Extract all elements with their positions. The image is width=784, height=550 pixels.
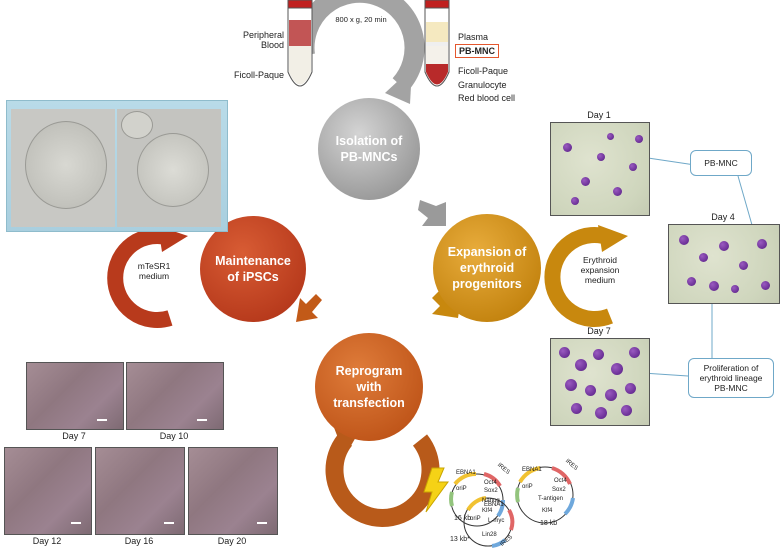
layer-granulocyte: Granulocyte bbox=[458, 80, 507, 90]
step-expansion-line1: Expansion of bbox=[447, 244, 527, 259]
scale-bar bbox=[71, 522, 81, 524]
arrow-isolation-to-expansion bbox=[418, 200, 446, 226]
culture-day16-label: Day 16 bbox=[124, 536, 154, 546]
ipsc-colony-shape bbox=[25, 121, 107, 209]
plasmid1-klf4: Klf4 bbox=[482, 508, 493, 514]
culture-photo-day7 bbox=[26, 362, 124, 430]
ipsc-colony-photo bbox=[6, 100, 228, 232]
plasmid2-size: 18 kb bbox=[540, 520, 558, 527]
plasmid3-orip: oriP bbox=[470, 516, 481, 522]
arrow-reprogram-to-maintenance bbox=[296, 294, 322, 322]
callout-proliferation: Proliferation of erythroid lineage PB-MN… bbox=[688, 358, 774, 398]
plasmid3-ebna1: EBNA1 bbox=[484, 502, 504, 508]
step-maintenance-line1: Maintenance bbox=[215, 253, 291, 268]
erythroid-medium-line3: medium bbox=[584, 274, 616, 285]
plasmid2-klf4: Klf4 bbox=[542, 508, 553, 514]
plasmid-map-3 bbox=[463, 496, 515, 548]
step-reprogram-line1: Reprogram bbox=[335, 363, 403, 378]
step-reprogram-circle bbox=[315, 333, 423, 441]
scale-bar bbox=[97, 419, 107, 421]
ipsc-colony-panel-right bbox=[117, 109, 221, 227]
scale-bar bbox=[257, 522, 267, 524]
plasmid1-oct4: Oct4 bbox=[484, 480, 497, 486]
plasmid-map-1 bbox=[449, 471, 505, 527]
callout-prolif-line2: erythroid lineage bbox=[699, 372, 763, 383]
ipsc-colony-panel-left bbox=[11, 109, 115, 227]
plasmid2-sox2: Sox2 bbox=[552, 487, 566, 493]
plasmid3-lin28: Lin28 bbox=[482, 532, 497, 538]
centrifuge-condition: 800 x g, 20 min bbox=[335, 15, 387, 24]
erythroid-medium-line1: Erythroid bbox=[582, 255, 617, 265]
blood-tube-before bbox=[287, 0, 313, 87]
micro-day7-label: Day 7 bbox=[587, 326, 611, 336]
step-reprogram-text: Reprogram with transfection bbox=[315, 333, 423, 441]
left-tube-ficoll-label: Ficoll-Paque bbox=[233, 70, 284, 80]
mtesr-medium-line1: mTeSR1 bbox=[137, 261, 171, 271]
left-tube-label-line1: Peripheral bbox=[242, 30, 284, 40]
micro-day1-label: Day 1 bbox=[587, 110, 611, 120]
micrograph-day4 bbox=[668, 224, 780, 304]
step-isolation-line2: PB-MNCs bbox=[340, 150, 398, 164]
step-reprogram-line3: transfection bbox=[333, 396, 405, 411]
lightning-icon bbox=[423, 467, 449, 513]
mtesr-medium-line2: medium bbox=[138, 270, 170, 281]
step-isolation-text: Isolation of PB-MNCs bbox=[318, 98, 420, 200]
erythroid-medium-label: Erythroid expansion medium bbox=[570, 255, 630, 285]
scale-bar bbox=[197, 419, 207, 421]
plasmid3-lmyc: L-myc bbox=[488, 518, 505, 524]
blood-tube-after bbox=[424, 0, 450, 87]
layer-pbmnc-highlight: PB-MNC bbox=[455, 44, 499, 59]
step-expansion-line3: progenitors bbox=[452, 277, 522, 292]
culture-photo-day12 bbox=[4, 447, 92, 535]
culture-day20-label: Day 20 bbox=[217, 536, 247, 546]
plasmid2-ebna1: EBNA1 bbox=[522, 467, 542, 473]
callout-prolif-line1: Proliferation of bbox=[703, 362, 759, 373]
micrograph-day1 bbox=[550, 122, 650, 216]
plasmid1-size: 16 kb bbox=[454, 515, 472, 522]
ipsc-colony-shape-3 bbox=[121, 111, 153, 139]
micrograph-day7 bbox=[550, 338, 650, 426]
plasmid2-tantigen: T-antigen bbox=[538, 496, 564, 502]
layer-ficoll: Ficoll-Paque bbox=[458, 66, 509, 76]
mtesr-medium-label: mTeSR1 medium bbox=[126, 261, 182, 282]
callout-pbmnc: PB-MNC bbox=[690, 150, 752, 176]
culture-photo-day20 bbox=[188, 447, 278, 535]
layer-plasma: Plasma bbox=[458, 32, 489, 42]
step-maintenance-text: Maintenance of iPSCs bbox=[200, 216, 306, 322]
plasmid2-orip: oriP bbox=[522, 484, 533, 490]
callout-line-pbmnc-day1 bbox=[647, 157, 696, 166]
plasmid3-size: 13 kb* bbox=[450, 536, 470, 543]
culture-day7-label: Day 7 bbox=[62, 431, 86, 441]
plasmid1-orip: oriP bbox=[456, 486, 467, 492]
layer-rbc: Red blood cell bbox=[458, 93, 516, 103]
left-tube-label-line2: Blood bbox=[260, 40, 284, 51]
step-expansion-text: Expansion of erythroid progenitors bbox=[433, 214, 541, 322]
micro-day4-label: Day 4 bbox=[711, 212, 735, 222]
culture-photo-day16 bbox=[95, 447, 185, 535]
culture-day10-label: Day 10 bbox=[159, 431, 189, 441]
ipsc-colony-shape-2 bbox=[137, 133, 209, 207]
plasmid2-oct4: Oct4 bbox=[554, 478, 567, 484]
plasmid1-ebna1: EBNA1 bbox=[456, 470, 476, 476]
culture-photo-day10 bbox=[126, 362, 224, 430]
step-isolation-circle bbox=[318, 98, 420, 200]
step-isolation-line1: Isolation of bbox=[335, 133, 403, 148]
erythroid-circular-arrow bbox=[544, 225, 628, 327]
scale-bar bbox=[164, 522, 174, 524]
step-maintenance-line2: of iPSCs bbox=[227, 270, 279, 284]
mtesr-circular-arrow bbox=[107, 226, 188, 328]
plasmid1-sox2: Sox2 bbox=[484, 488, 498, 494]
step-reprogram-line2: with bbox=[356, 379, 382, 394]
step-expansion-circle bbox=[433, 214, 541, 322]
plasmid-map-2 bbox=[515, 466, 575, 524]
callout-prolif-line3: PB-MNC bbox=[714, 383, 748, 394]
step-maintenance-circle bbox=[200, 216, 306, 322]
callout-line-pbmnc-day4 bbox=[737, 175, 755, 233]
step-expansion-line2: erythroid bbox=[459, 260, 515, 275]
plasmid1-nanog: Nanog bbox=[482, 498, 500, 504]
erythroid-medium-line2: expansion bbox=[580, 264, 620, 275]
left-tube-label: Peripheral Blood bbox=[228, 30, 284, 51]
culture-day12-label: Day 12 bbox=[32, 536, 62, 546]
